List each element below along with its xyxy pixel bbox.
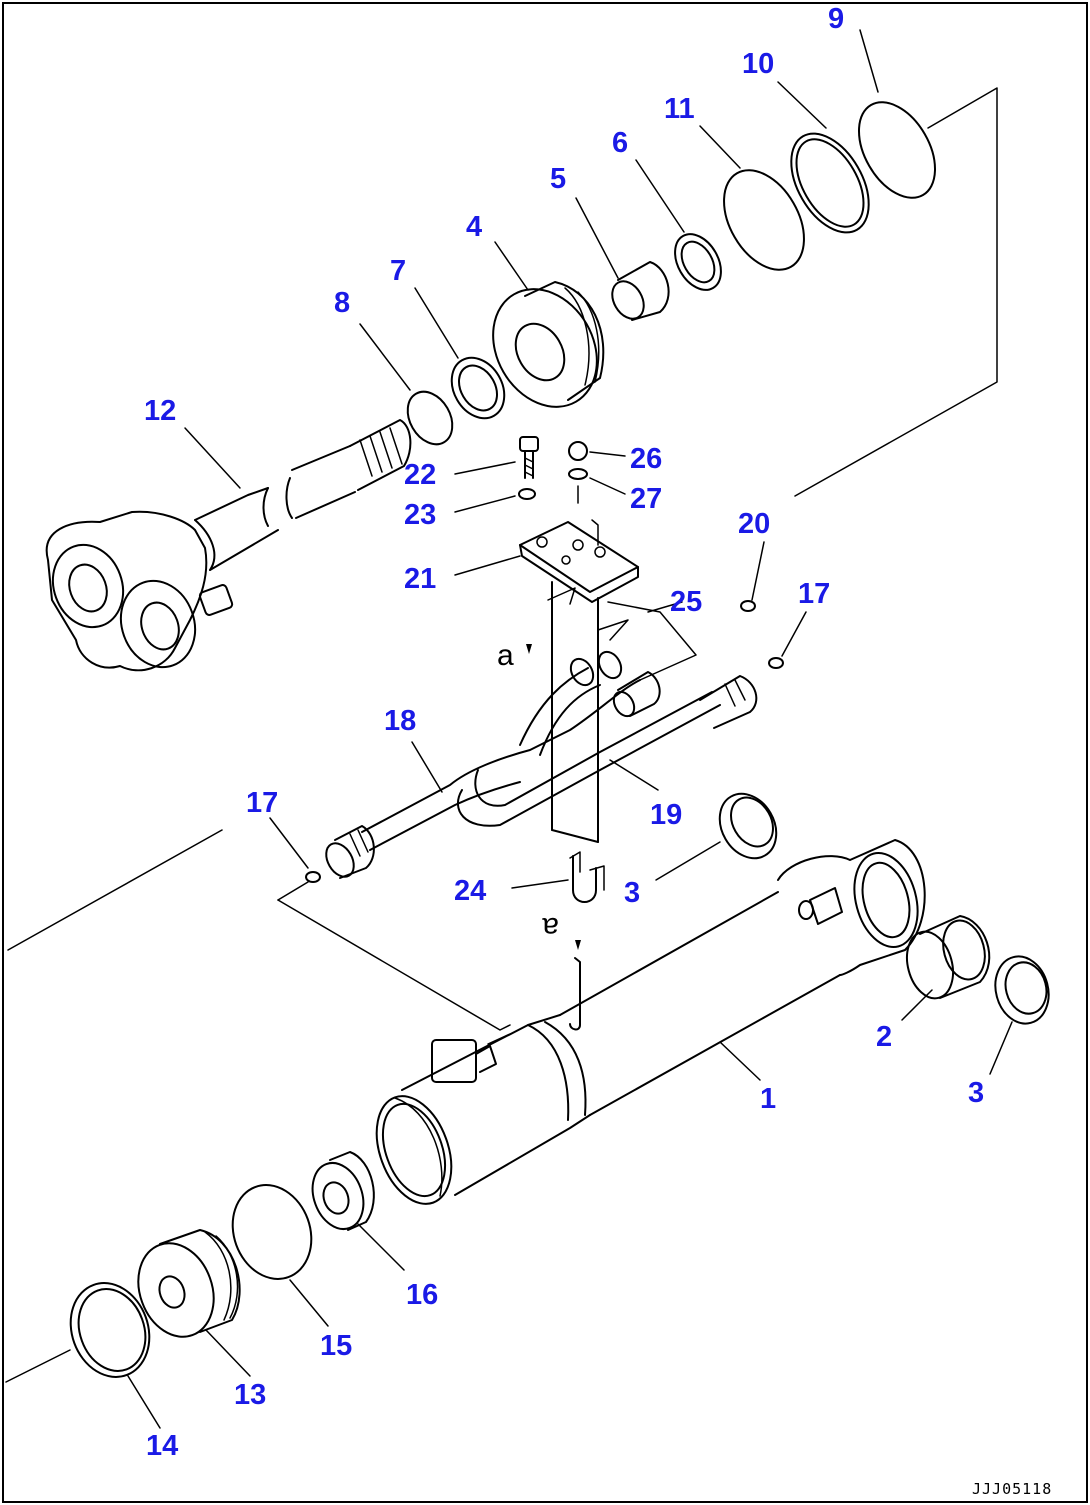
label-part-8: 8: [334, 287, 350, 319]
label-part-17-left: 17: [246, 787, 278, 819]
label-part-20: 20: [738, 508, 770, 540]
view-markers: a a: [497, 639, 581, 1031]
part-number-labels: 9 10 11 6 5 4 7 8 12 22 23 21 26 27 25 2…: [144, 3, 984, 1462]
label-part-7: 7: [390, 255, 406, 287]
label-part-25: 25: [670, 586, 702, 618]
cylinder-tube-part: [375, 839, 926, 1205]
piston-13: [137, 1229, 241, 1338]
marker-a-top: a: [497, 639, 514, 672]
seal-3-lower: [994, 955, 1050, 1025]
nut-16: [311, 1151, 375, 1231]
u-bolt-24: [569, 851, 605, 903]
label-part-3-upper: 3: [624, 877, 640, 909]
label-part-9: 9: [828, 3, 844, 35]
seal-3-upper: [718, 792, 778, 860]
drawing-code: JJJ05118: [972, 1480, 1052, 1498]
rings-7-8: [406, 356, 506, 446]
pipes-18-19: [325, 650, 758, 879]
bushing-2: [905, 915, 991, 1000]
label-part-14: 14: [146, 1430, 178, 1462]
label-part-1: 1: [760, 1083, 776, 1115]
small-orings: [305, 600, 784, 883]
marker-a-bottom: a: [542, 911, 559, 944]
leader-lines: [127, 29, 1013, 1429]
label-part-26: 26: [630, 443, 662, 475]
bushing-5-ring-6: [611, 233, 722, 321]
label-part-12: 12: [144, 395, 176, 427]
ring-15: [231, 1184, 313, 1280]
ring-14: [69, 1282, 151, 1378]
rings-9-10-11: [723, 101, 936, 271]
label-part-13: 13: [234, 1379, 266, 1411]
cylinder-head-part: [492, 281, 605, 408]
label-part-16: 16: [406, 1279, 438, 1311]
label-part-3-lower: 3: [968, 1077, 984, 1109]
label-part-21: 21: [404, 563, 436, 595]
label-part-19: 19: [650, 799, 682, 831]
label-part-15: 15: [320, 1330, 352, 1362]
label-part-11: 11: [664, 93, 695, 125]
label-part-18: 18: [384, 705, 416, 737]
label-part-6: 6: [612, 127, 628, 159]
piston-rod-part: [45, 419, 412, 672]
label-part-22: 22: [404, 459, 436, 491]
bracket-21: [519, 519, 697, 843]
label-part-2: 2: [876, 1021, 892, 1053]
label-part-5: 5: [550, 163, 566, 195]
label-part-17-right: 17: [798, 578, 830, 610]
fasteners-22-23-26-27: [518, 436, 588, 504]
label-part-4: 4: [466, 211, 482, 243]
label-part-10: 10: [742, 48, 774, 80]
label-part-24: 24: [454, 875, 486, 907]
label-part-23: 23: [404, 499, 436, 531]
label-part-27: 27: [630, 483, 662, 515]
assembly-lines: [5, 87, 998, 1383]
